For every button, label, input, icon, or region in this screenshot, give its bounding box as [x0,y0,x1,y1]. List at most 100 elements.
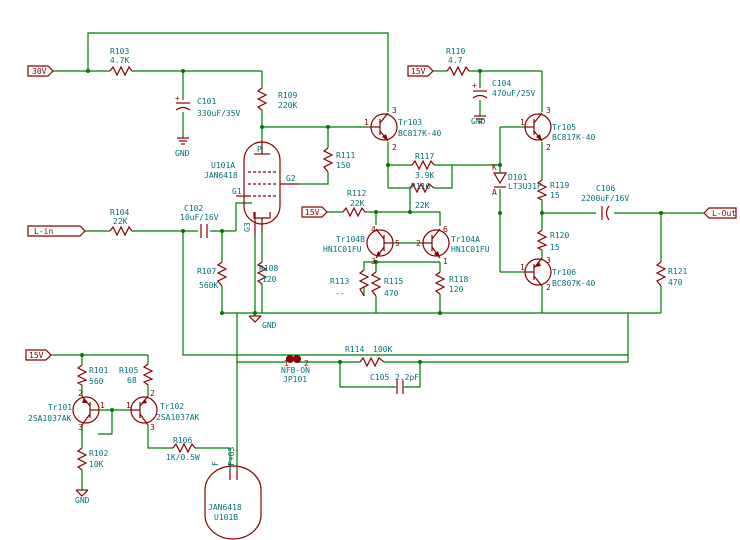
svg-text:2SA1037AK: 2SA1037AK [28,414,72,423]
svg-text:BC817K-40: BC817K-40 [398,129,442,138]
svg-text:4.7: 4.7 [448,56,463,65]
svg-text:JAN6418: JAN6418 [204,171,238,180]
svg-text:Tr101: Tr101 [48,403,72,412]
svg-text:2SA1037AK: 2SA1037AK [156,413,200,422]
resistor-r107: R107 560K [197,261,228,290]
svg-text:1: 1 [520,118,525,127]
capacitor-c105: C105 2.2pF [370,373,419,394]
svg-text:JP101: JP101 [283,375,307,384]
svg-text:R106: R106 [173,436,192,445]
port-l-out: L-Out [703,207,737,219]
svg-text:GND: GND [262,321,277,330]
svg-text:R107: R107 [197,267,216,276]
svg-text:C102: C102 [184,204,203,213]
pin-numbers: 3 1 2 3 1 2 3 1 2 5 4 3 2 6 1 K A 2 1 3 … [78,106,551,432]
transistor-tr102: Tr102 2SA1037AK [130,395,200,426]
svg-text:R117: R117 [415,152,434,161]
svg-text:1: 1 [443,257,448,266]
svg-text:6: 6 [443,225,448,234]
svg-text:F: F [211,461,220,466]
svg-text:R109: R109 [278,91,297,100]
svg-text:JAN6418: JAN6418 [208,503,242,512]
resistor-r116: R116 22K [411,182,430,210]
resistor-r114: R114 100K [345,345,392,368]
svg-text:4.7K: 4.7K [110,56,129,65]
svg-text:3: 3 [546,106,551,115]
svg-text:15: 15 [550,243,560,252]
svg-text:C104: C104 [492,79,511,88]
svg-text:470uF/25V: 470uF/25V [492,89,536,98]
vacuum-tube-u101b: JAN6418 U101B F F+G3 [204,447,262,540]
ground-r102: GND [75,489,90,505]
svg-text:3.9K: 3.9K [415,171,434,180]
svg-text:GND: GND [75,496,90,505]
svg-text:15V: 15V [305,208,320,217]
svg-text:R101: R101 [89,366,108,375]
port-15v-top: 15V [407,65,434,77]
resistor-r110: R110 4.7 [446,47,470,77]
svg-text:GND: GND [175,149,190,158]
ground-c104: GND [471,115,486,126]
svg-text:R103: R103 [110,47,129,56]
svg-text:2: 2 [392,143,397,152]
svg-text:2: 2 [78,389,83,398]
svg-text:K: K [492,163,497,172]
resistor-r108: R108 120 [256,261,278,285]
resistor-r113: R113 -- [330,269,370,298]
jumper-jp101: NFB-ON JP101 [281,355,310,384]
port-30v: 30V [27,65,54,77]
port-15v-mid: 15V [301,206,328,218]
svg-text:120: 120 [449,285,464,294]
svg-text:1: 1 [100,401,105,410]
svg-text:2: 2 [546,283,551,292]
svg-text:Tr106: Tr106 [552,268,576,277]
svg-text:A: A [492,188,497,197]
svg-text:--: -- [335,289,345,298]
svg-text:BC807K-40: BC807K-40 [552,279,596,288]
svg-text:2: 2 [546,143,551,152]
svg-text:1: 1 [126,401,131,410]
capacitor-c101: + C101 330uF/35V [175,94,241,118]
svg-text:+: + [175,94,180,103]
svg-text:GND: GND [471,117,486,126]
svg-text:R112: R112 [347,189,366,198]
svg-text:NFB-ON: NFB-ON [281,366,310,375]
svg-text:5: 5 [395,239,400,248]
resistor-r102: R102 10K [76,447,108,471]
svg-text:330uF/35V: 330uF/35V [197,109,241,118]
capacitor-c106: C106 2200uF/16V [581,184,629,221]
svg-text:C106: C106 [596,184,615,193]
svg-text:HN1C01FU: HN1C01FU [451,245,490,254]
svg-text:LT3U31F: LT3U31F [508,182,542,191]
svg-text:1: 1 [364,118,369,127]
svg-text:2: 2 [304,359,309,368]
resistor-r121: R121 470 [655,261,687,287]
svg-text:C105: C105 [370,373,389,382]
svg-text:3: 3 [546,256,551,265]
svg-text:U101B: U101B [214,513,238,522]
transistor-tr105: Tr105 BC817K-40 [524,112,596,142]
svg-text:HN1C01FU: HN1C01FU [323,245,362,254]
svg-text:C101: C101 [197,97,216,106]
svg-text:R110: R110 [446,47,465,56]
svg-text:R105: R105 [119,366,138,375]
svg-text:D101: D101 [508,173,527,182]
svg-text:R115: R115 [384,277,403,286]
svg-text:30V: 30V [32,67,47,76]
svg-text:R108: R108 [259,264,278,273]
vacuum-tube-u101a: U101A JAN6418 G1 G2 P G3 [204,140,300,236]
svg-text:R104: R104 [110,208,129,217]
resistor-r109: R109 220K [256,87,297,111]
svg-text:4: 4 [371,225,376,234]
svg-text:15V: 15V [411,67,426,76]
resistor-r103: R103 4.7K [109,47,133,77]
svg-text:BC817K-40: BC817K-40 [552,133,596,142]
svg-text:P: P [257,145,262,154]
svg-text:Tr104B: Tr104B [336,235,365,244]
svg-text:R120: R120 [550,231,569,240]
svg-text:G3: G3 [243,222,252,232]
svg-text:15: 15 [550,191,560,200]
junctions [80,69,663,412]
svg-text:470: 470 [384,289,399,298]
